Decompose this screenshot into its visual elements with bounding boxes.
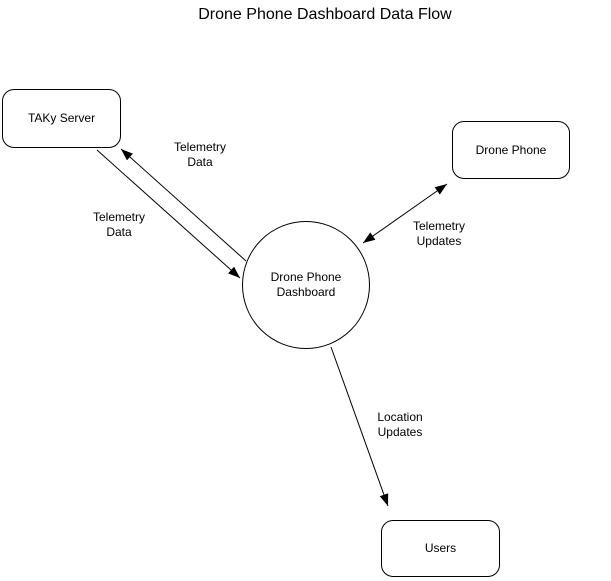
- node-drone-phone-dashboard: Drone Phone Dashboard: [242, 221, 370, 349]
- edge-dashboard-to-users-arrow: [330, 346, 389, 507]
- edge-label-location-updates: Location Updates: [377, 410, 423, 439]
- node-taky-server: TAKy Server: [2, 89, 121, 148]
- page-title: Drone Phone Dashboard Data Flow: [198, 6, 452, 23]
- node-users-label: Users: [424, 541, 457, 555]
- edge-taky-to-dashboard-arrow: [96, 149, 241, 279]
- node-drone-phone-label: Drone Phone: [475, 142, 547, 157]
- node-drone-phone-dashboard-label: Drone Phone Dashboard: [270, 270, 342, 299]
- edge-dashboard-to-taky-arrow: [120, 148, 247, 262]
- node-users: Users: [381, 520, 500, 577]
- edge-label-telemetry-data-lower: Telemetry Data: [92, 210, 145, 239]
- node-drone-phone: Drone Phone: [452, 121, 570, 179]
- edge-label-telemetry-data-upper: Telemetry Data: [173, 140, 226, 169]
- edge-dashboard-drone-phone-arrow: [362, 183, 448, 244]
- edge-label-telemetry-updates: Telemetry Updates: [412, 219, 465, 248]
- node-taky-server-label: TAKy Server: [27, 111, 96, 125]
